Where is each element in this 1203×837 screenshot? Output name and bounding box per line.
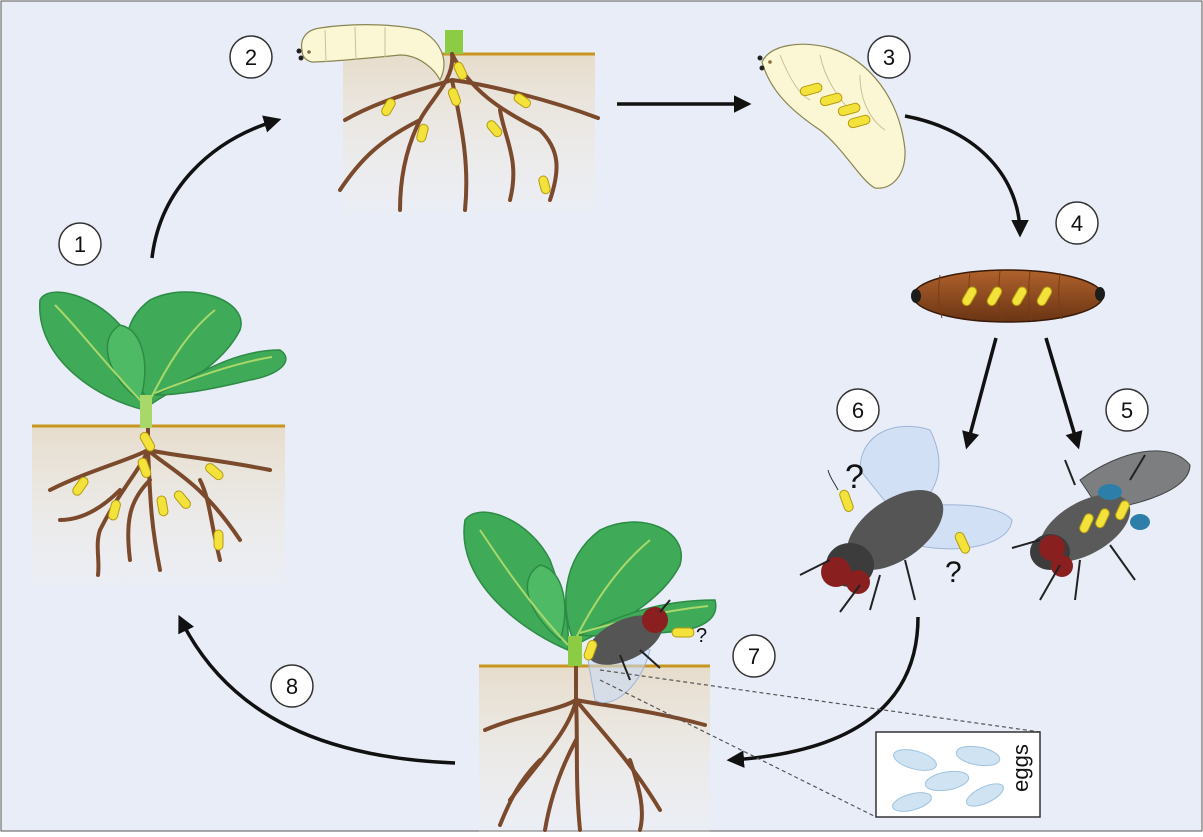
plant-stem bbox=[140, 395, 152, 428]
step-1-label: 1 bbox=[74, 232, 86, 257]
plant-stem bbox=[568, 636, 582, 666]
question-mark-3: ? bbox=[696, 625, 707, 647]
step-4-label: 4 bbox=[1071, 211, 1083, 236]
step-6-badge: 6 bbox=[837, 389, 879, 431]
plant-stem bbox=[445, 30, 463, 54]
step-8-label: 8 bbox=[286, 674, 298, 699]
step-2-label: 2 bbox=[245, 45, 257, 70]
step-7-label: 7 bbox=[748, 644, 760, 669]
question-mark-1: ? bbox=[845, 458, 864, 496]
step-7-badge: 7 bbox=[733, 635, 775, 677]
eggs-inset: eggs bbox=[876, 732, 1040, 817]
step-3-badge: 3 bbox=[868, 36, 910, 78]
step-4-badge: 4 bbox=[1056, 202, 1098, 244]
step-6-label: 6 bbox=[852, 398, 864, 423]
step-1-badge: 1 bbox=[59, 223, 101, 265]
step-2-badge: 2 bbox=[230, 36, 272, 78]
step-5-label: 5 bbox=[1121, 398, 1133, 423]
step-5-badge: 5 bbox=[1106, 389, 1148, 431]
eggs-label: eggs bbox=[1008, 744, 1033, 792]
step-8-badge: 8 bbox=[271, 665, 313, 707]
step-3-label: 3 bbox=[883, 45, 895, 70]
pupa bbox=[911, 270, 1105, 322]
question-mark-2: ? bbox=[945, 556, 962, 589]
